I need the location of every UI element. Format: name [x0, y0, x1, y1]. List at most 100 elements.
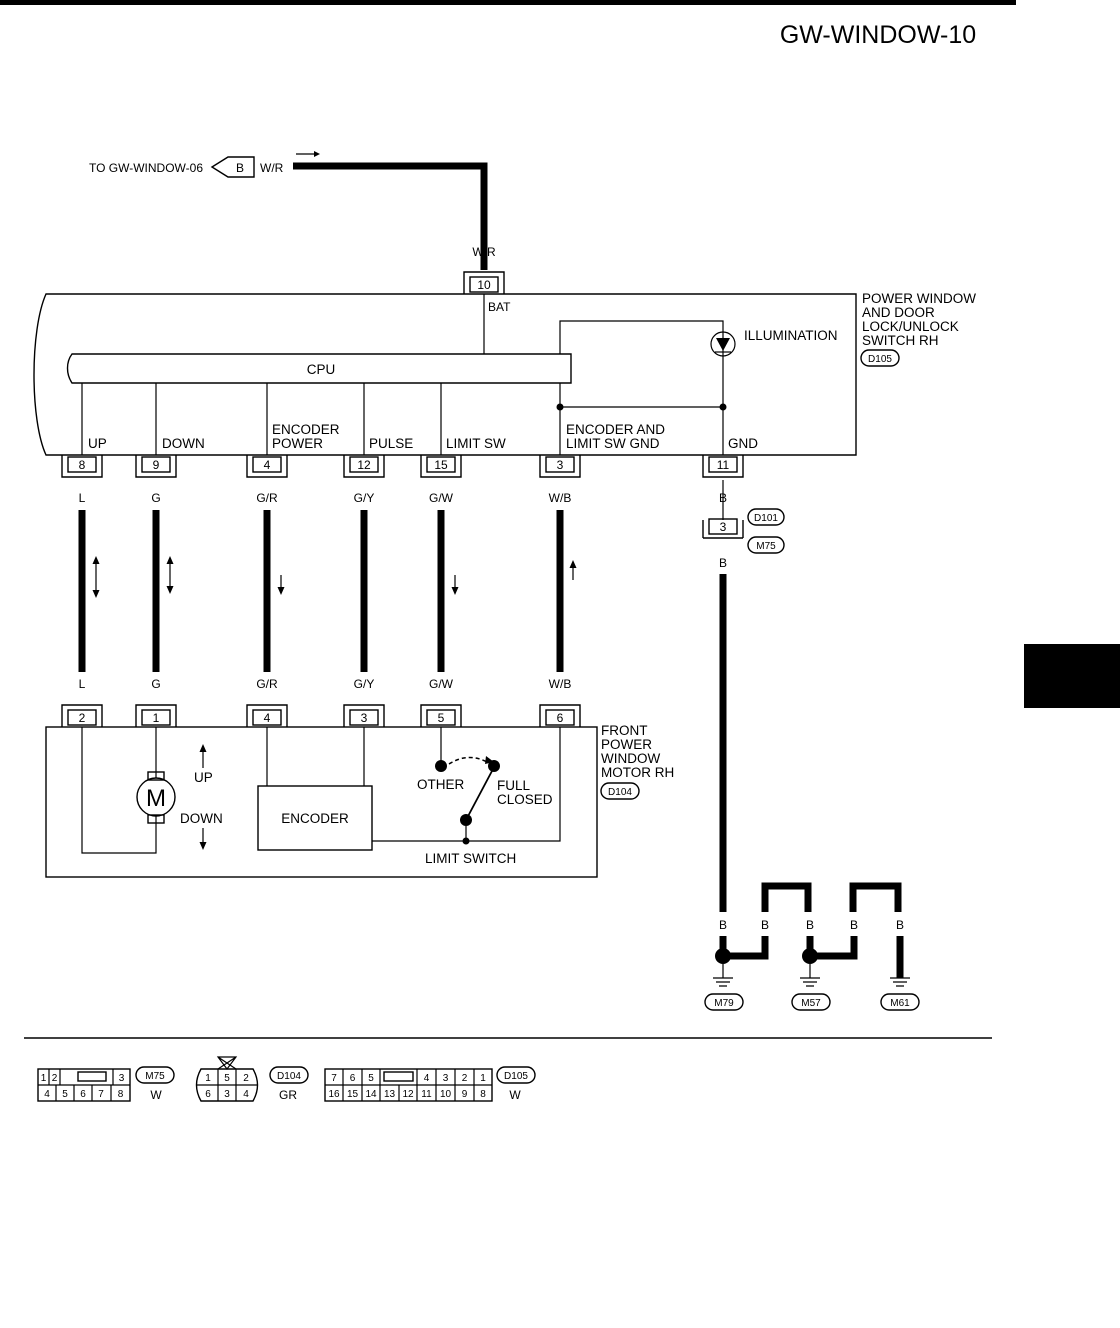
ground-link-m79[interactable]: [727, 936, 769, 960]
pin-10-connector[interactable]: 10: [463, 271, 505, 294]
motor-pin-connector[interactable]: 1: [135, 704, 177, 727]
wr-wire-color: W/R: [472, 245, 496, 259]
svg-text:1: 1: [480, 1073, 486, 1084]
svg-text:5: 5: [224, 1073, 230, 1084]
svg-text:3: 3: [119, 1073, 125, 1084]
svg-text:1: 1: [41, 1073, 47, 1084]
inline-connector-id-m75[interactable]: M75: [747, 536, 785, 554]
up-arrowhead-icon: [199, 744, 207, 752]
full-closed-line1: FULL: [497, 778, 531, 793]
svg-text:D101: D101: [754, 513, 778, 524]
other-label: OTHER: [417, 777, 465, 792]
motor-pin-connector[interactable]: 4: [246, 704, 288, 727]
connector-face-m75[interactable]: 1 2 3 4 5 6 7 8: [37, 1068, 131, 1102]
svg-text:B: B: [761, 918, 769, 932]
other-contact: [435, 760, 447, 772]
ground-jumper-2[interactable]: [849, 882, 902, 912]
svg-text:GND: GND: [728, 436, 758, 451]
motor-connector-id[interactable]: D104: [600, 782, 640, 800]
motor-brush-top: [147, 771, 165, 781]
motor-pin-connector[interactable]: 2: [61, 704, 103, 727]
section-tab: [1024, 644, 1120, 708]
connector-face-d104[interactable]: 1 5 2 6 3 4: [195, 1056, 259, 1102]
encoder-label: ENCODER: [281, 811, 349, 826]
svg-text:16: 16: [328, 1089, 340, 1100]
svg-text:DOWN: DOWN: [162, 436, 205, 451]
svg-text:5: 5: [438, 711, 445, 725]
switch-pin-connector[interactable]: 3: [539, 455, 581, 478]
offpage-wire-color: W/R: [260, 161, 284, 175]
svg-text:3: 3: [720, 520, 727, 534]
svg-text:G: G: [151, 491, 160, 505]
ground-jumper-1[interactable]: [761, 882, 812, 912]
svg-text:W: W: [150, 1088, 162, 1102]
wr-wire[interactable]: [293, 162, 488, 270]
ground-id-m61[interactable]: M61: [880, 993, 920, 1011]
svg-text:1: 1: [153, 711, 160, 725]
svg-text:B: B: [896, 918, 904, 932]
motor-pin-connector[interactable]: 6: [539, 704, 581, 727]
svg-text:MOTOR RH: MOTOR RH: [601, 765, 674, 780]
wire-colors-top: L G G/R G/Y G/W W/B B: [79, 491, 727, 505]
switch-pin-connector[interactable]: 12: [343, 455, 385, 478]
bat-label: BAT: [488, 300, 511, 314]
switch-pin-connector[interactable]: 11: [702, 455, 744, 478]
motor-pin-connector[interactable]: 3: [343, 704, 385, 727]
direction-arrowhead-icon: [314, 151, 320, 157]
svg-text:L: L: [79, 491, 86, 505]
svg-text:8: 8: [480, 1089, 486, 1100]
svg-text:4: 4: [264, 711, 271, 725]
switch-connector-id[interactable]: D105: [860, 349, 900, 367]
svg-text:M57: M57: [801, 998, 821, 1009]
ground-id-m57[interactable]: M57: [791, 993, 831, 1011]
ground-link-m57[interactable]: [814, 936, 858, 960]
svg-text:1: 1: [205, 1073, 211, 1084]
gnd-wire-color-bottom: B: [719, 556, 727, 570]
motor-pin-connector[interactable]: 5: [420, 704, 462, 727]
svg-text:POWER: POWER: [601, 737, 652, 752]
down-label: DOWN: [180, 811, 223, 826]
svg-text:15: 15: [434, 458, 448, 472]
svg-text:G/R: G/R: [256, 491, 278, 505]
ground-symbol-icon: [713, 977, 733, 987]
motor-brush-bottom: [147, 814, 165, 824]
svg-text:14: 14: [365, 1089, 377, 1100]
switch-travel-arrowhead-icon: [485, 756, 494, 764]
svg-text:W/B: W/B: [549, 491, 572, 505]
svg-text:G/W: G/W: [429, 677, 454, 691]
switch-pin-connector[interactable]: 4: [246, 455, 288, 478]
ground-splice: [715, 948, 731, 964]
svg-text:5: 5: [62, 1089, 68, 1100]
switch-pivot: [460, 814, 472, 826]
svg-text:2: 2: [243, 1073, 249, 1084]
offpage-flag-icon[interactable]: [210, 156, 255, 178]
svg-text:LIMIT SW: LIMIT SW: [446, 436, 506, 451]
ground-id-m79[interactable]: M79: [704, 993, 744, 1011]
header-rule: [0, 0, 1016, 5]
motor-symbol: M: [146, 785, 166, 812]
svg-text:10: 10: [440, 1089, 452, 1100]
svg-text:7: 7: [331, 1073, 337, 1084]
limit-switch-label: LIMIT SWITCH: [425, 851, 516, 866]
svg-text:G: G: [151, 677, 160, 691]
switch-pin-connector[interactable]: 8: [61, 455, 103, 478]
svg-text:ENCODER: ENCODER: [272, 422, 340, 437]
switch-pin-connector[interactable]: 15: [420, 455, 462, 478]
svg-text:G/R: G/R: [256, 677, 278, 691]
svg-text:GR: GR: [279, 1088, 297, 1102]
encoder-block: [257, 785, 373, 851]
ground-stems: [722, 964, 811, 978]
inline-connector-d101-m75[interactable]: 3: [702, 518, 744, 539]
switch-blade: [465, 770, 493, 821]
connector-face-d105[interactable]: 7 6 5 4 3 2 1 16 15 14 13 12 11 10 9 8: [324, 1068, 493, 1102]
svg-text:W: W: [509, 1088, 521, 1102]
signal-arrows: [92, 556, 577, 598]
svg-text:D104: D104: [608, 787, 632, 798]
switch-pin-connector[interactable]: 9: [135, 455, 177, 478]
harness-wires[interactable]: [78, 510, 564, 672]
cpu-label: CPU: [307, 362, 336, 377]
inline-connector-id-d101[interactable]: D101: [747, 508, 785, 526]
offpage-flag: B: [236, 161, 244, 175]
svg-text:6: 6: [205, 1089, 211, 1100]
svg-text:6: 6: [557, 711, 564, 725]
